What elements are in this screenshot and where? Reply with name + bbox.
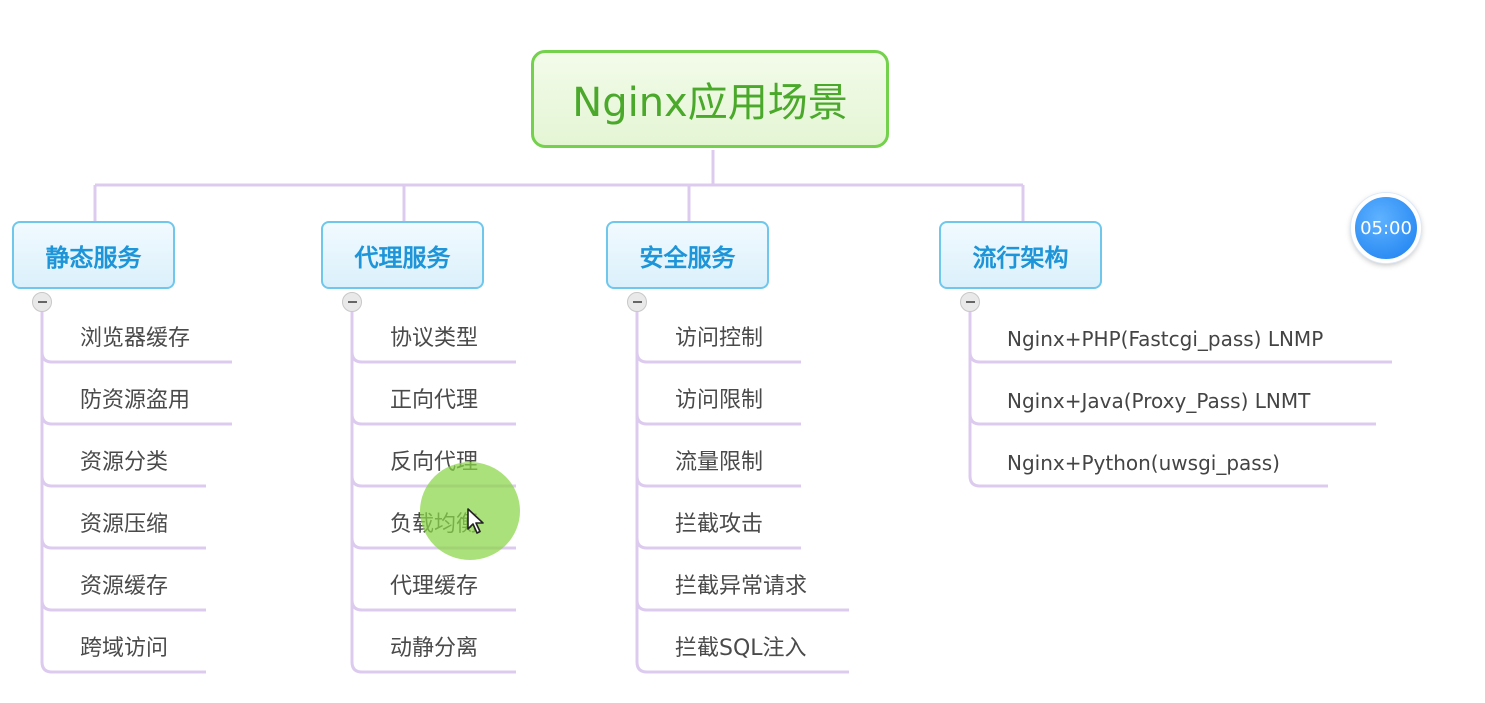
leaf-item[interactable]: 拦截攻击	[675, 512, 764, 537]
root-node[interactable]: Nginx应用场景	[531, 50, 889, 148]
leaf-item[interactable]: 资源分类	[80, 450, 169, 475]
countdown-timer[interactable]: 05:00	[1351, 193, 1421, 263]
minus-icon	[37, 301, 47, 303]
branch-label: 静态服务	[45, 243, 142, 272]
leaf-item[interactable]: 浏览器缓存	[80, 326, 191, 351]
leaf-item[interactable]: 正向代理	[390, 388, 479, 413]
leaf-item[interactable]: 拦截SQL注入	[675, 636, 807, 661]
leaf-item[interactable]: 代理缓存	[390, 574, 479, 599]
leaf-item[interactable]: 资源压缩	[80, 512, 169, 537]
minus-icon	[965, 301, 975, 303]
leaf-item[interactable]: Nginx+Python(uwsgi_pass)	[1007, 451, 1280, 475]
branch-node-security-services[interactable]: 安全服务	[606, 221, 769, 289]
collapse-toggle-security-services[interactable]	[627, 292, 647, 312]
branch-label: 流行架构	[972, 243, 1069, 272]
minus-icon	[347, 301, 357, 303]
branch-node-static-services[interactable]: 静态服务	[12, 221, 175, 289]
leaf-item[interactable]: 访问限制	[675, 388, 764, 413]
leaf-item[interactable]: 动静分离	[390, 636, 479, 661]
timer-text: 05:00	[1360, 217, 1412, 239]
leaf-item[interactable]: 协议类型	[390, 326, 479, 351]
leaf-item[interactable]: 流量限制	[675, 450, 764, 475]
branch-label: 安全服务	[639, 243, 736, 272]
leaf-item[interactable]: Nginx+PHP(Fastcgi_pass) LNMP	[1007, 327, 1324, 351]
branch-label: 代理服务	[354, 243, 451, 272]
root-label: Nginx应用场景	[572, 80, 848, 126]
leaf-item[interactable]: 访问控制	[675, 326, 764, 351]
branch-node-popular-architectures[interactable]: 流行架构	[939, 221, 1102, 289]
branch-node-proxy-services[interactable]: 代理服务	[321, 221, 484, 289]
collapse-toggle-static-services[interactable]	[32, 292, 52, 312]
collapse-toggle-popular-architectures[interactable]	[960, 292, 980, 312]
leaf-item[interactable]: Nginx+Java(Proxy_Pass) LNMT	[1007, 389, 1311, 413]
leaf-item[interactable]: 资源缓存	[80, 574, 169, 599]
leaf-item[interactable]: 防资源盗用	[80, 388, 191, 413]
collapse-toggle-proxy-services[interactable]	[342, 292, 362, 312]
mouse-cursor-icon	[467, 508, 484, 534]
leaf-item[interactable]: 拦截异常请求	[675, 574, 808, 599]
minus-icon	[632, 301, 642, 303]
leaf-item[interactable]: 跨域访问	[80, 636, 169, 661]
